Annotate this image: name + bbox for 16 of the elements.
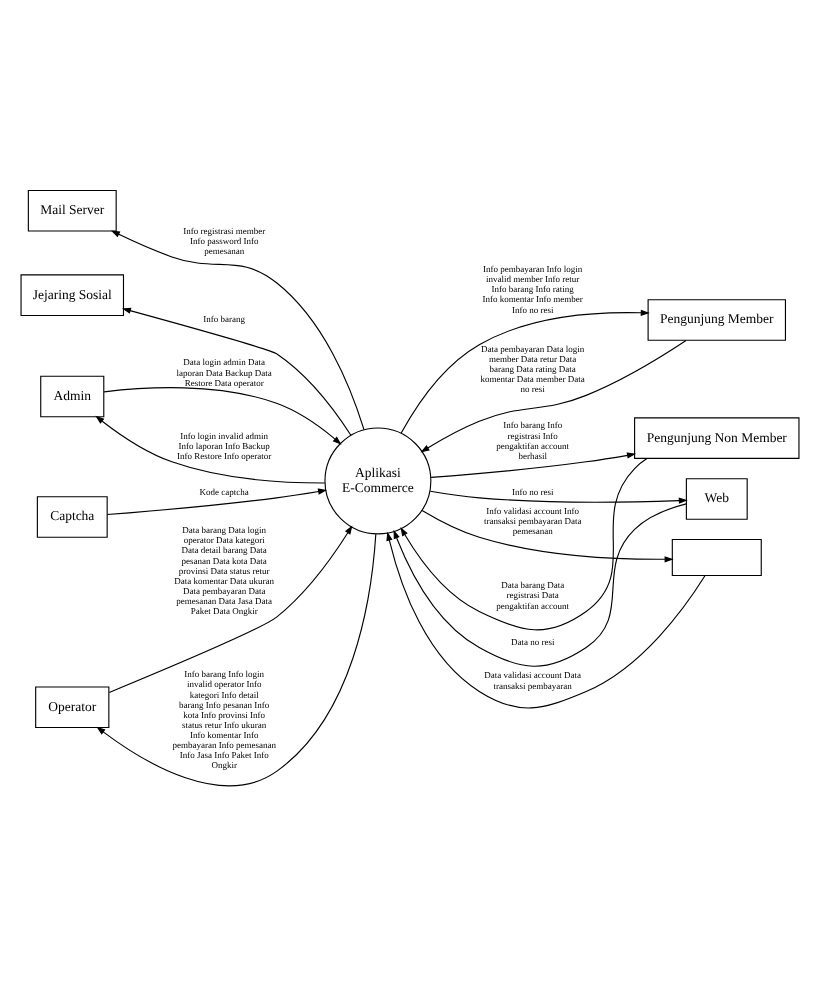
arrow: [420, 339, 687, 452]
arrow: [421, 508, 674, 562]
arrow: [430, 451, 636, 477]
arrow: [106, 487, 328, 515]
arrow: [96, 532, 377, 786]
arrow: [110, 229, 365, 430]
arrow: [393, 502, 687, 666]
arrow: [400, 457, 648, 630]
node-box: [671, 537, 762, 576]
arrow: [121, 306, 352, 435]
arrow: [103, 386, 342, 444]
arrow: [108, 524, 353, 693]
arrow: [429, 489, 688, 503]
arrow: [400, 308, 650, 433]
arrow: [386, 530, 706, 708]
arrow: [95, 414, 326, 483]
